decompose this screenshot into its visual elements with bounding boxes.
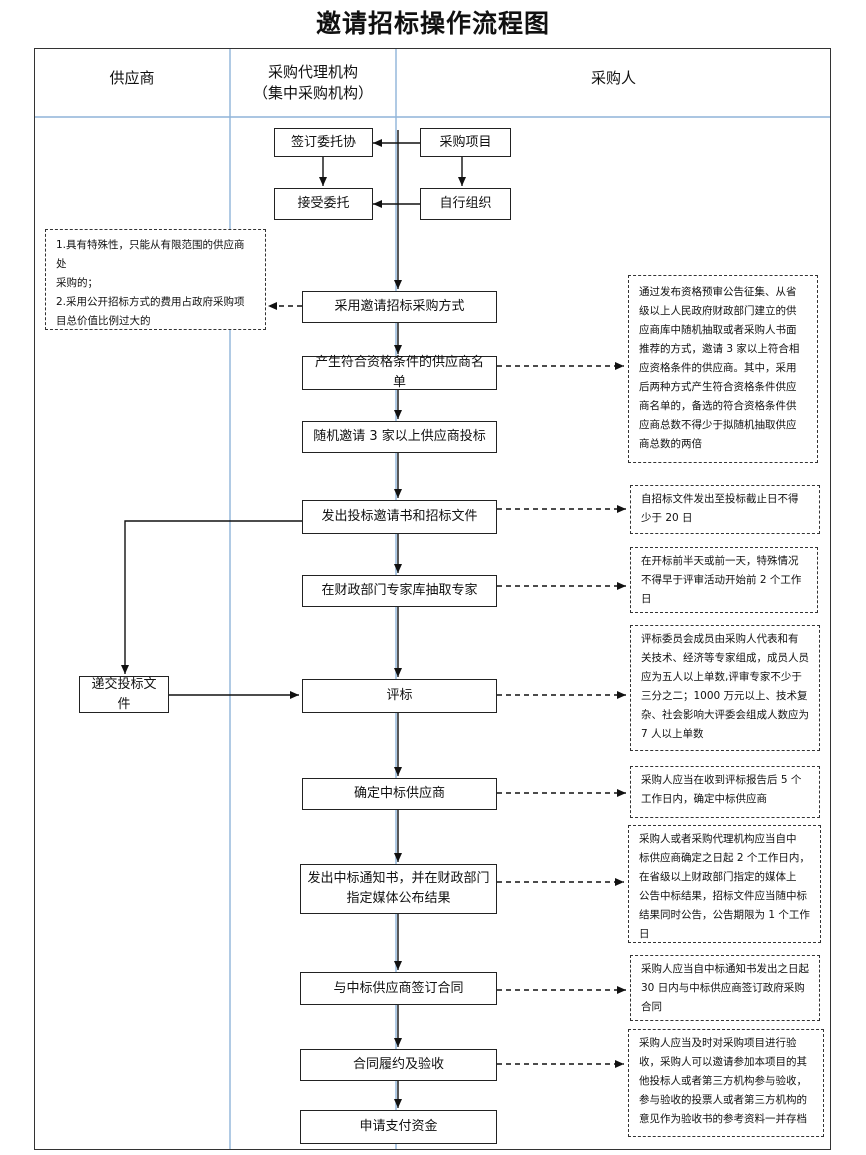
apply-payment-box: 申请支付资金 bbox=[300, 1110, 497, 1144]
note-line: 商名单的，备选的符合资格条件供 bbox=[639, 400, 797, 412]
submit-bid-box: 递交投标文件 bbox=[79, 676, 169, 713]
note-line: 日 bbox=[641, 593, 652, 605]
note-line: 级以上人民政府财政部门建立的供 bbox=[639, 305, 797, 317]
winner-notice-line1: 发出中标通知书，并在财政部门 bbox=[307, 871, 490, 886]
project-box: 采购项目 bbox=[420, 128, 511, 157]
note-conditions: 1.具有特殊性，只能从有限范围的供应商处采购的； 2.采用公开招标方式的费用占政府… bbox=[45, 229, 266, 330]
note-line: 不得早于评审活动开始前 2 个工作 bbox=[641, 574, 802, 586]
adopt-method-box: 采用邀请招标采购方式 bbox=[302, 291, 497, 323]
evaluate-bid-box: 评标 bbox=[302, 679, 497, 713]
agency-header-line1: 采购代理机构 bbox=[267, 63, 358, 81]
note-line: 推荐的方式，邀请 3 家以上符合相 bbox=[639, 343, 800, 355]
sign-contract-box: 与中标供应商签订合同 bbox=[300, 972, 497, 1005]
flowchart-frame bbox=[34, 48, 831, 1150]
determine-winner-box: 确定中标供应商 bbox=[302, 778, 497, 810]
note-line: 1.具有特殊性，只能从有限范围的供应商处 bbox=[56, 239, 245, 270]
note-line: 他投标人或者第三方机构参与验收， bbox=[639, 1075, 807, 1087]
note-acceptance: 采购人应当及时对采购项目进行验收，采购人可以邀请参加本项目的其他投标人或者第三方… bbox=[628, 1029, 824, 1137]
note-line: 应商总数不得少于拟随机抽取供应 bbox=[639, 419, 797, 431]
accept-entrust-box: 接受委托 bbox=[274, 188, 373, 220]
note-expert-time: 在开标前半天或前一天，特殊情况不得早于评审活动开始前 2 个工作日 bbox=[630, 547, 818, 613]
note-line: 参与验收的投票人或者第三方机构的 bbox=[639, 1094, 807, 1106]
note-determine: 采购人应当在收到评标报告后 5 个工作日内，确定中标供应商 bbox=[630, 766, 820, 818]
generate-list-box: 产生符合资格条件的供应商名单 bbox=[302, 355, 497, 390]
note-committee: 评标委员会成员由采购人代表和有关技术、经济等专家组成，成员人员应为五人以上单数,… bbox=[630, 625, 820, 751]
note-contract: 采购人应当自中标通知书发出之日起 30 日内与中标供应商签订政府采购合同 bbox=[630, 955, 820, 1021]
note-line: 合同 bbox=[641, 1001, 662, 1013]
random-invite-box: 随机邀请 3 家以上供应商投标 bbox=[302, 421, 497, 453]
note-line: 采购的； bbox=[56, 277, 98, 289]
note-line: 应商库中随机抽取或者采购人书面 bbox=[639, 324, 797, 336]
note-line: 目总价值比例过大的 bbox=[56, 315, 151, 327]
note-line: 在省级以上财政部门指定的媒体上 bbox=[639, 871, 797, 883]
note-line: 7 人以上单数 bbox=[641, 728, 704, 740]
note-line: 三分之二；1000 万元以上、技术复 bbox=[641, 690, 808, 702]
note-line: 应资格条件的供应商。其中，采用 bbox=[639, 362, 797, 374]
sign-entrust-box: 签订委托协 bbox=[274, 128, 373, 157]
note-line: 日 bbox=[639, 928, 650, 940]
note-line: 商总数的两倍 bbox=[639, 438, 702, 450]
note-line: 通过发布资格预审公告征集、从省 bbox=[639, 286, 797, 298]
note-line: 采购人应当及时对采购项目进行验 bbox=[639, 1037, 797, 1049]
winner-notice-line2: 指定媒体公布结果 bbox=[346, 891, 451, 906]
page-title: 邀请招标操作流程图 bbox=[315, 9, 550, 38]
note-line: 2.采用公开招标方式的费用占政府采购项 bbox=[56, 296, 245, 308]
note-line: 30 日内与中标供应商签订政府采购 bbox=[641, 982, 805, 994]
note-qualification: 通过发布资格预审公告征集、从省级以上人民政府财政部门建立的供应商库中随机抽取或者… bbox=[628, 275, 818, 463]
note-line: 关技术、经济等专家组成，成员人员 bbox=[641, 652, 809, 664]
note-line: 收，采购人可以邀请参加本项目的其 bbox=[639, 1056, 807, 1068]
column-header-supplier: 供应商 bbox=[109, 69, 155, 87]
self-organize-box: 自行组织 bbox=[420, 188, 511, 220]
note-line: 在开标前半天或前一天，特殊情况 bbox=[641, 555, 799, 567]
issue-invitation-box: 发出投标邀请书和招标文件 bbox=[302, 500, 497, 534]
note-line: 采购人应当自中标通知书发出之日起 bbox=[641, 963, 809, 975]
note-line: 评标委员会成员由采购人代表和有 bbox=[641, 633, 799, 645]
note-line: 少于 20 日 bbox=[641, 512, 693, 524]
agency-header-line2: （集中采购机构） bbox=[252, 84, 373, 102]
note-line: 自招标文件发出至投标截止日不得 bbox=[641, 493, 799, 505]
extract-experts-box: 在财政部门专家库抽取专家 bbox=[302, 575, 497, 607]
note-line: 采购人应当在收到评标报告后 5 个 bbox=[641, 774, 802, 786]
note-line: 杂、社会影响大评委会组成人数应为 bbox=[641, 709, 809, 721]
note-line: 应为五人以上单数,评审专家不少于 bbox=[641, 671, 802, 683]
perform-acceptance-box: 合同履约及验收 bbox=[300, 1049, 497, 1081]
note-notify: 采购人或者采购代理机构应当自中标供应商确定之日起 2 个工作日内， 在省级以上财政… bbox=[628, 825, 821, 943]
note-line: 公告中标结果，招标文件应当随中标 bbox=[639, 890, 807, 902]
note-line: 后两种方式产生符合资格条件供应 bbox=[639, 381, 797, 393]
note-line: 工作日内，确定中标供应商 bbox=[641, 793, 767, 805]
note-line: 结果同时公告，公告期限为 1 个工作 bbox=[639, 909, 810, 921]
winner-notice-box: 发出中标通知书，并在财政部门 指定媒体公布结果 bbox=[300, 864, 497, 914]
note-deadline: 自招标文件发出至投标截止日不得少于 20 日 bbox=[630, 485, 820, 534]
column-header-purchaser: 采购人 bbox=[590, 69, 636, 87]
column-header-agency: 采购代理机构 （集中采购机构） bbox=[230, 62, 396, 104]
note-line: 标供应商确定之日起 2 个工作日内， bbox=[639, 852, 810, 864]
note-line: 意见作为验收书的参考资料一并存档 bbox=[639, 1113, 807, 1125]
note-line: 采购人或者采购代理机构应当自中 bbox=[639, 833, 797, 845]
